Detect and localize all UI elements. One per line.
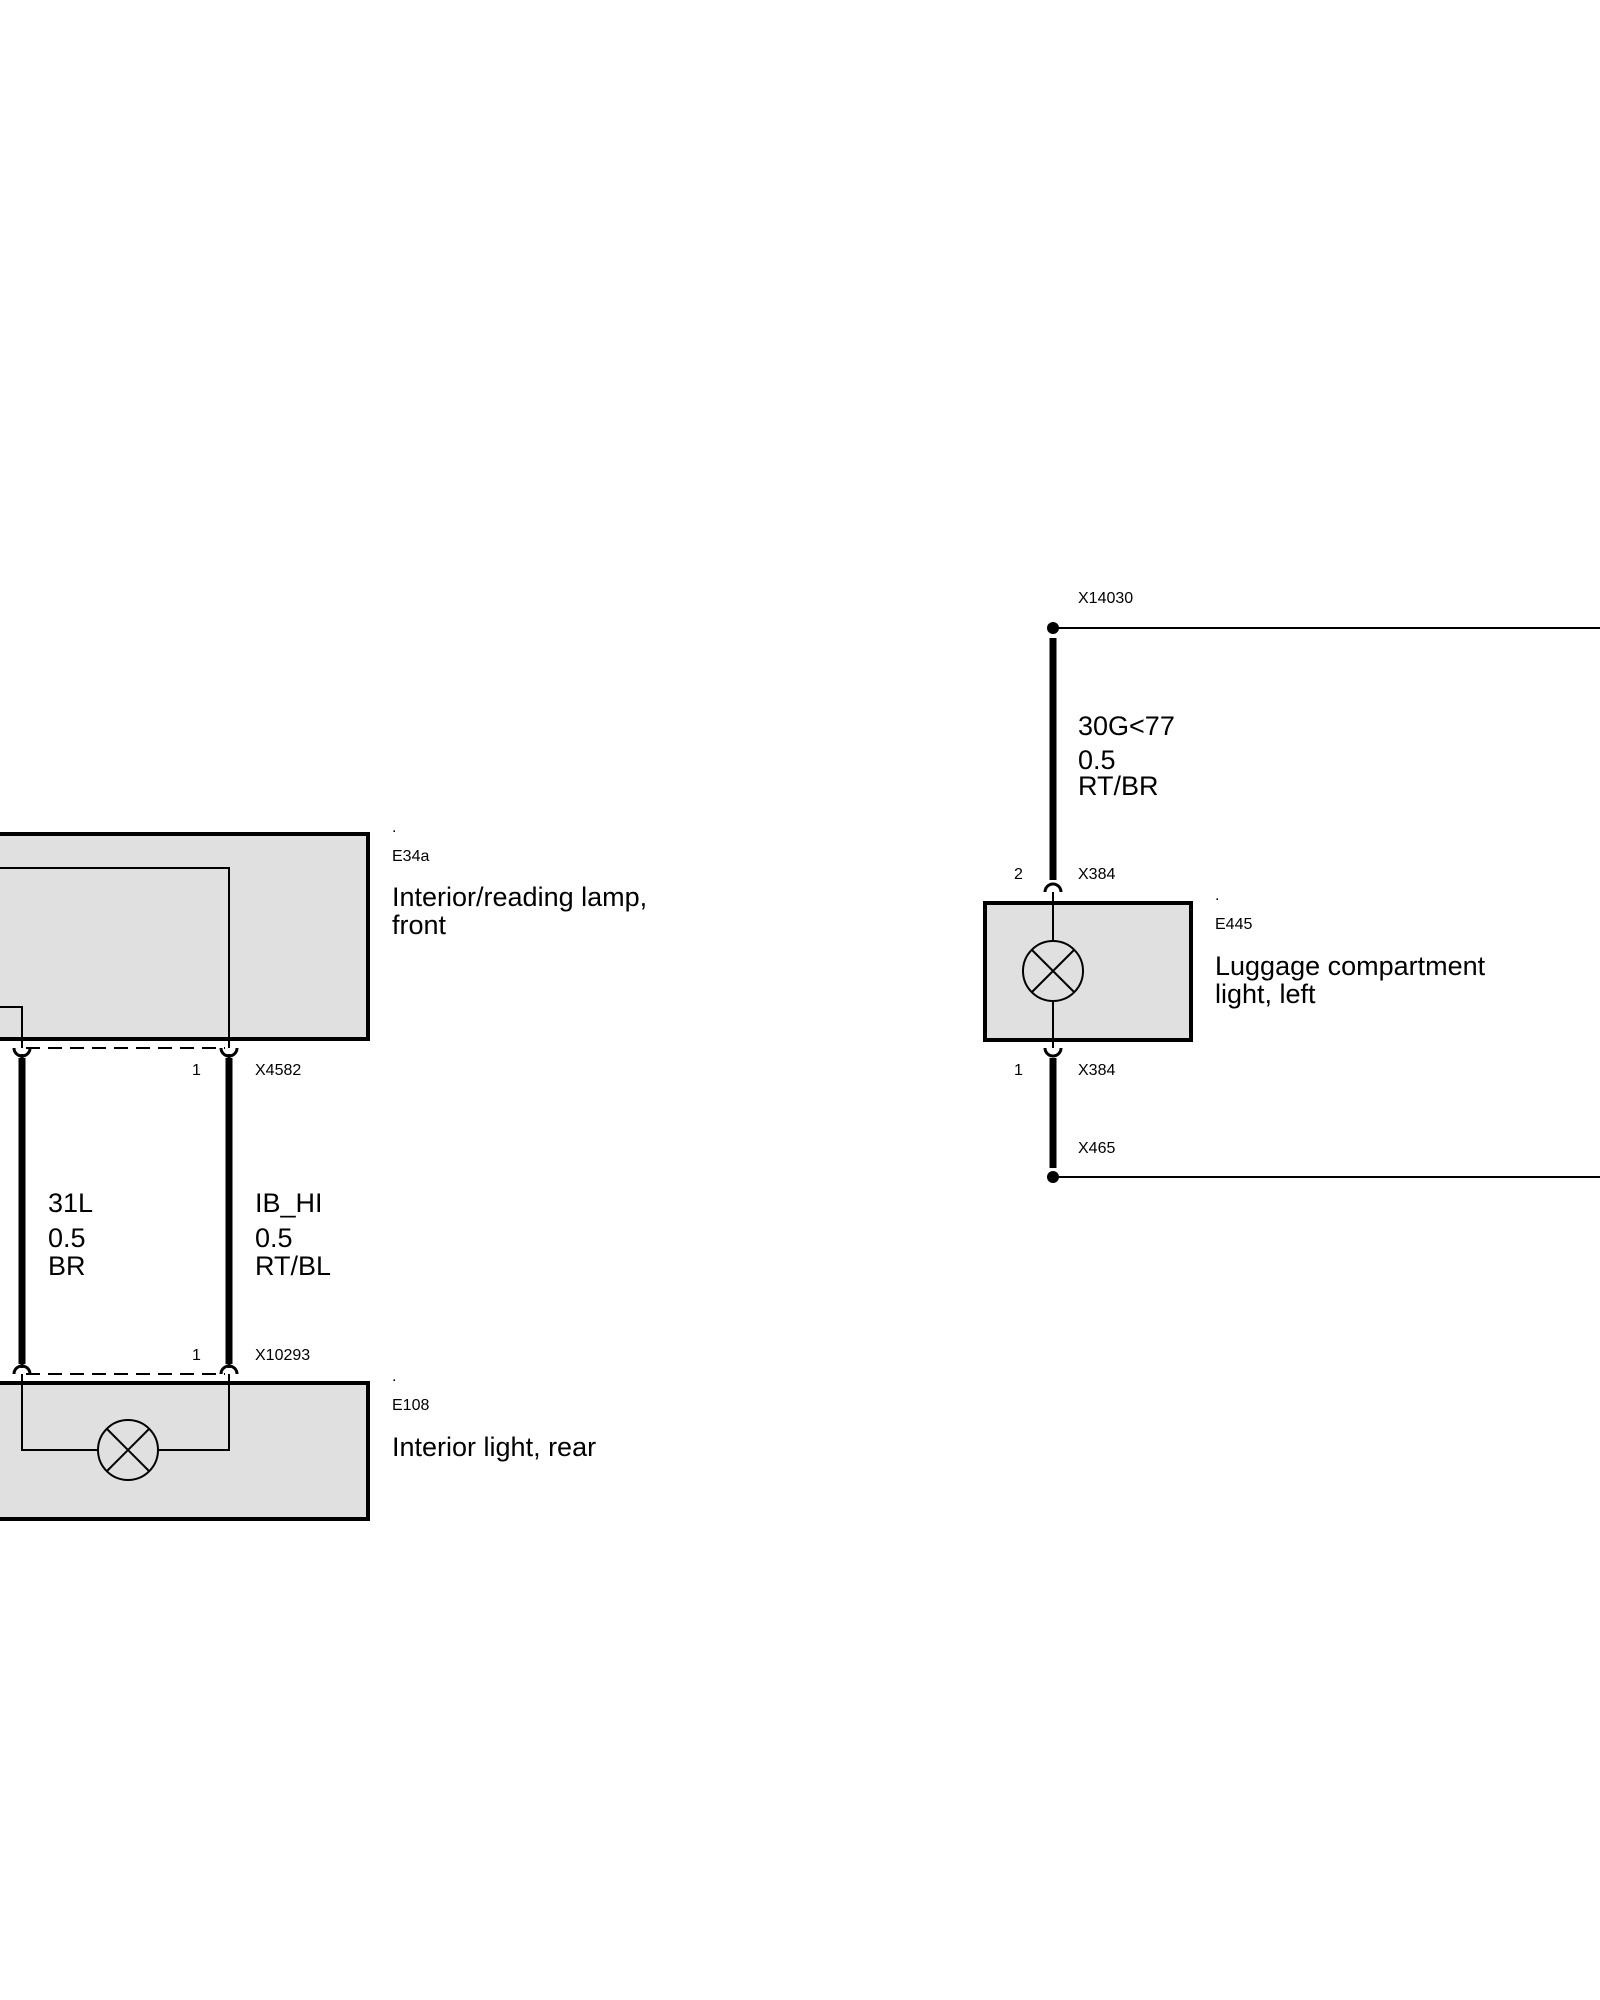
wire-31l-color: BR (48, 1251, 86, 1281)
e445-dot: . (1215, 887, 1220, 904)
x10293-pin-number: 1 (192, 1347, 201, 1364)
e108-dot: . (392, 1368, 397, 1385)
connector-pin-x4582-1[interactable] (219, 1047, 239, 1060)
e108-internal-wiring (21, 1374, 230, 1451)
wire-ib-hi-cross-section: 0.5 (255, 1223, 293, 1253)
x384-bottom-pin-number: 1 (1014, 1062, 1023, 1079)
connector-pin-x10293-1[interactable] (219, 1362, 239, 1375)
wire-30g-signal: 30G<77 (1078, 711, 1175, 741)
lamp-icon (1022, 940, 1084, 1002)
e34a-description-line1: Interior/reading lamp, (392, 882, 648, 912)
e445-id-label: E445 (1215, 916, 1253, 933)
e34a-id-label: E34a (392, 848, 430, 865)
connector-pin-x384-1[interactable] (1043, 1047, 1063, 1058)
e108-description: Interior light, rear (392, 1432, 597, 1462)
bus-line-x14030[interactable] (1047, 622, 1600, 634)
wire-31l-cross-section: 0.5 (48, 1223, 86, 1253)
e108-id-label: E108 (392, 1397, 430, 1414)
e34a-dot: . (392, 819, 397, 836)
x465-connector-label: X465 (1078, 1140, 1116, 1157)
x4582-pin-number: 1 (192, 1062, 201, 1079)
component-e34a-box[interactable] (0, 832, 370, 1041)
connector-pin-x384-2[interactable] (1043, 882, 1063, 893)
e34a-description-line2: front (392, 910, 447, 940)
x384-bottom-connector-label: X384 (1078, 1062, 1116, 1079)
wire-30g-color: RT/BR (1078, 771, 1159, 801)
x10293-connector-label: X10293 (255, 1347, 311, 1364)
x384-top-pin-number: 2 (1014, 866, 1023, 883)
connector-pin-x10293-left[interactable] (12, 1362, 32, 1375)
x14030-connector-label: X14030 (1078, 590, 1134, 607)
wire-ib-hi-color: RT/BL (255, 1251, 332, 1281)
x384-top-connector-label: X384 (1078, 866, 1116, 883)
wire-31l-signal: 31L (48, 1188, 94, 1218)
bus-line-x465[interactable] (1047, 1171, 1600, 1183)
lamp-icon (97, 1419, 159, 1481)
wire-ib-hi-signal: IB_HI (255, 1188, 323, 1218)
connector-pin-x4582-left[interactable] (12, 1047, 32, 1060)
e445-description-line1: Luggage compartment (1215, 951, 1486, 981)
e445-description-line2: light, left (1215, 979, 1316, 1009)
component-e445-box[interactable] (983, 901, 1193, 1042)
wire-30g-cross-section: 0.5 (1078, 745, 1116, 775)
x4582-connector-label: X4582 (255, 1062, 302, 1079)
e34a-internal-wiring (0, 867, 230, 1048)
shield-dashed-lines (26, 1047, 225, 1375)
